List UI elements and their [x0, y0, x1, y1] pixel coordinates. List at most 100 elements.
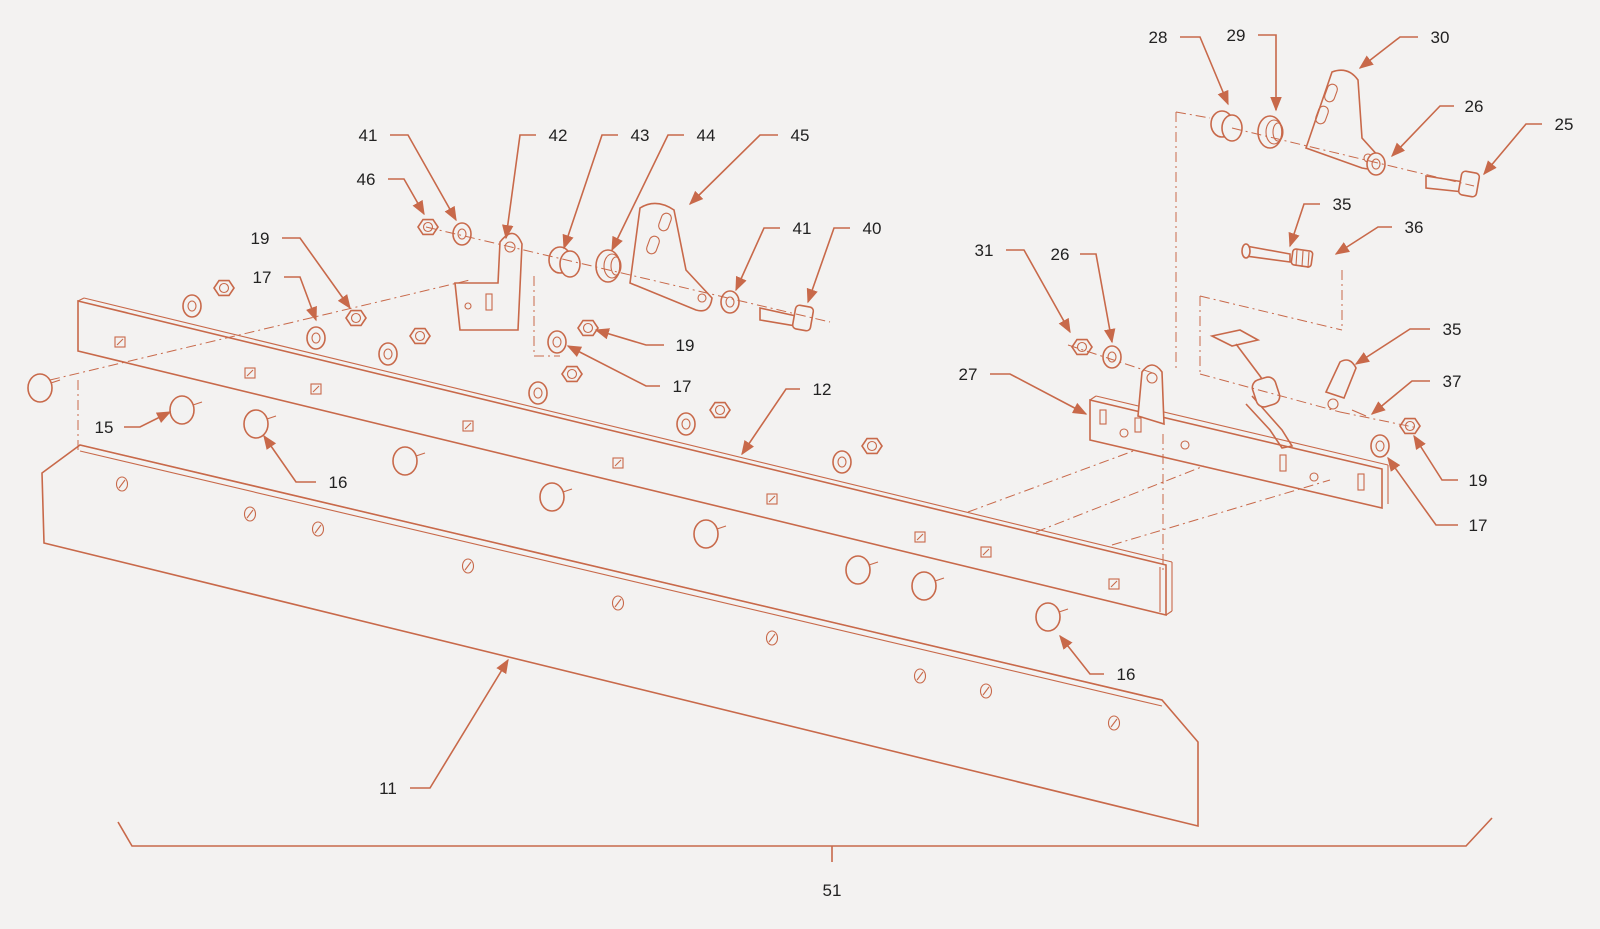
callout-label: 41: [793, 219, 812, 238]
callout-51: 51: [823, 881, 842, 900]
washer: [1366, 152, 1386, 176]
callout-label: 35: [1333, 195, 1352, 214]
carriage-bolt: [392, 446, 426, 476]
callout-46: 46: [357, 170, 425, 216]
callout-label: 19: [1469, 471, 1488, 490]
hex-nut: [213, 279, 235, 297]
callout-leader: [741, 388, 800, 456]
callout-19: 19: [251, 229, 351, 310]
callout-leader: [1180, 36, 1229, 106]
lever-assembly: [1209, 329, 1367, 449]
callout-25: 25: [1483, 115, 1574, 176]
callout-leader: [124, 411, 172, 428]
washer: [306, 326, 326, 350]
callout-leader: [594, 328, 664, 346]
callout-leader: [611, 134, 684, 252]
callout-label: 29: [1227, 26, 1246, 45]
callout-45: 45: [688, 126, 810, 206]
callout-label: 35: [1443, 320, 1462, 339]
bar-square-hole: [612, 457, 624, 469]
callout-17: 17: [566, 345, 691, 396]
hex-nut: [345, 309, 367, 327]
spring-44: [595, 249, 622, 283]
callout-43: 43: [562, 126, 650, 250]
callout-36: 36: [1334, 218, 1423, 255]
callout-28: 28: [1149, 28, 1229, 106]
callout-label: 30: [1431, 28, 1450, 47]
hex-nut: [1071, 338, 1093, 356]
callout-leader: [1483, 123, 1542, 176]
callout-leader: [1358, 36, 1418, 69]
bar-square-hole: [114, 336, 126, 348]
callout-leader: [502, 134, 536, 240]
callout-label: 45: [791, 126, 810, 145]
callout-37: 37: [1370, 372, 1461, 415]
callout-42: 42: [502, 126, 567, 240]
callout-26: 26: [1391, 97, 1484, 158]
washer: [1102, 345, 1122, 369]
callout-label: 15: [95, 418, 114, 437]
callout-label: 26: [1465, 97, 1484, 116]
callout-label: 31: [975, 241, 994, 260]
callout-leader: [1080, 253, 1116, 344]
callout-label: 25: [1555, 115, 1574, 134]
washer: [528, 381, 548, 405]
callout-label: 46: [357, 170, 376, 189]
part-30-bracket: [1304, 69, 1381, 170]
callout-label: 17: [253, 268, 272, 287]
callout-41: 41: [735, 219, 812, 292]
blade-hole: [765, 630, 779, 646]
callout-label: 41: [359, 126, 378, 145]
callout-label: 19: [251, 229, 270, 248]
callout-label: 51: [823, 881, 842, 900]
callout-leader: [1059, 634, 1104, 675]
callout-leader: [388, 178, 425, 216]
callout-29: 29: [1227, 26, 1282, 112]
callout-label: 28: [1149, 28, 1168, 47]
callout-19: 19: [594, 328, 695, 355]
part-27-mount-bar: [1089, 364, 1389, 510]
bar-square-hole: [310, 383, 322, 395]
blade-hole: [115, 476, 129, 492]
part-45-bracket: [629, 202, 713, 312]
callout-11: 11: [379, 658, 509, 798]
bar-square-hole: [462, 420, 474, 432]
callout-leader: [562, 134, 618, 250]
callout-label: 43: [631, 126, 650, 145]
callout-leader: [1370, 380, 1430, 415]
callout-label: 16: [1117, 665, 1136, 684]
callout-label: 26: [1051, 245, 1070, 264]
bar-square-hole: [1108, 578, 1120, 590]
callout-leader: [735, 227, 780, 292]
callout-label: 19: [676, 336, 695, 355]
callout-leader: [390, 134, 457, 222]
callout-17: 17: [253, 268, 317, 322]
callout-26: 26: [1051, 245, 1116, 344]
hex-nut: [561, 365, 583, 383]
blade-hole: [611, 595, 625, 611]
washer: [182, 294, 202, 318]
carriage-bolt: [169, 395, 203, 425]
pin-35-spring-36: [1241, 243, 1314, 269]
bar-square-hole: [244, 367, 256, 379]
washer: [378, 342, 398, 366]
callout-16: 16: [1059, 634, 1136, 684]
bar-square-hole: [980, 546, 992, 558]
callout-label: 27: [959, 365, 978, 384]
callout-label: 40: [863, 219, 882, 238]
washer: [547, 330, 567, 354]
spring-29: [1257, 115, 1284, 149]
callout-leader: [282, 237, 351, 310]
callout-27: 27: [959, 365, 1088, 415]
callout-12: 12: [741, 380, 831, 456]
callout-leader: [990, 373, 1088, 415]
callout-leader: [1288, 203, 1320, 248]
callout-leader: [284, 276, 317, 322]
callout-30: 30: [1358, 28, 1450, 69]
bar-square-hole: [766, 493, 778, 505]
spacer-43: [548, 246, 581, 278]
callout-44: 44: [611, 126, 715, 252]
washer: [452, 222, 472, 246]
blade-hole: [461, 558, 475, 574]
